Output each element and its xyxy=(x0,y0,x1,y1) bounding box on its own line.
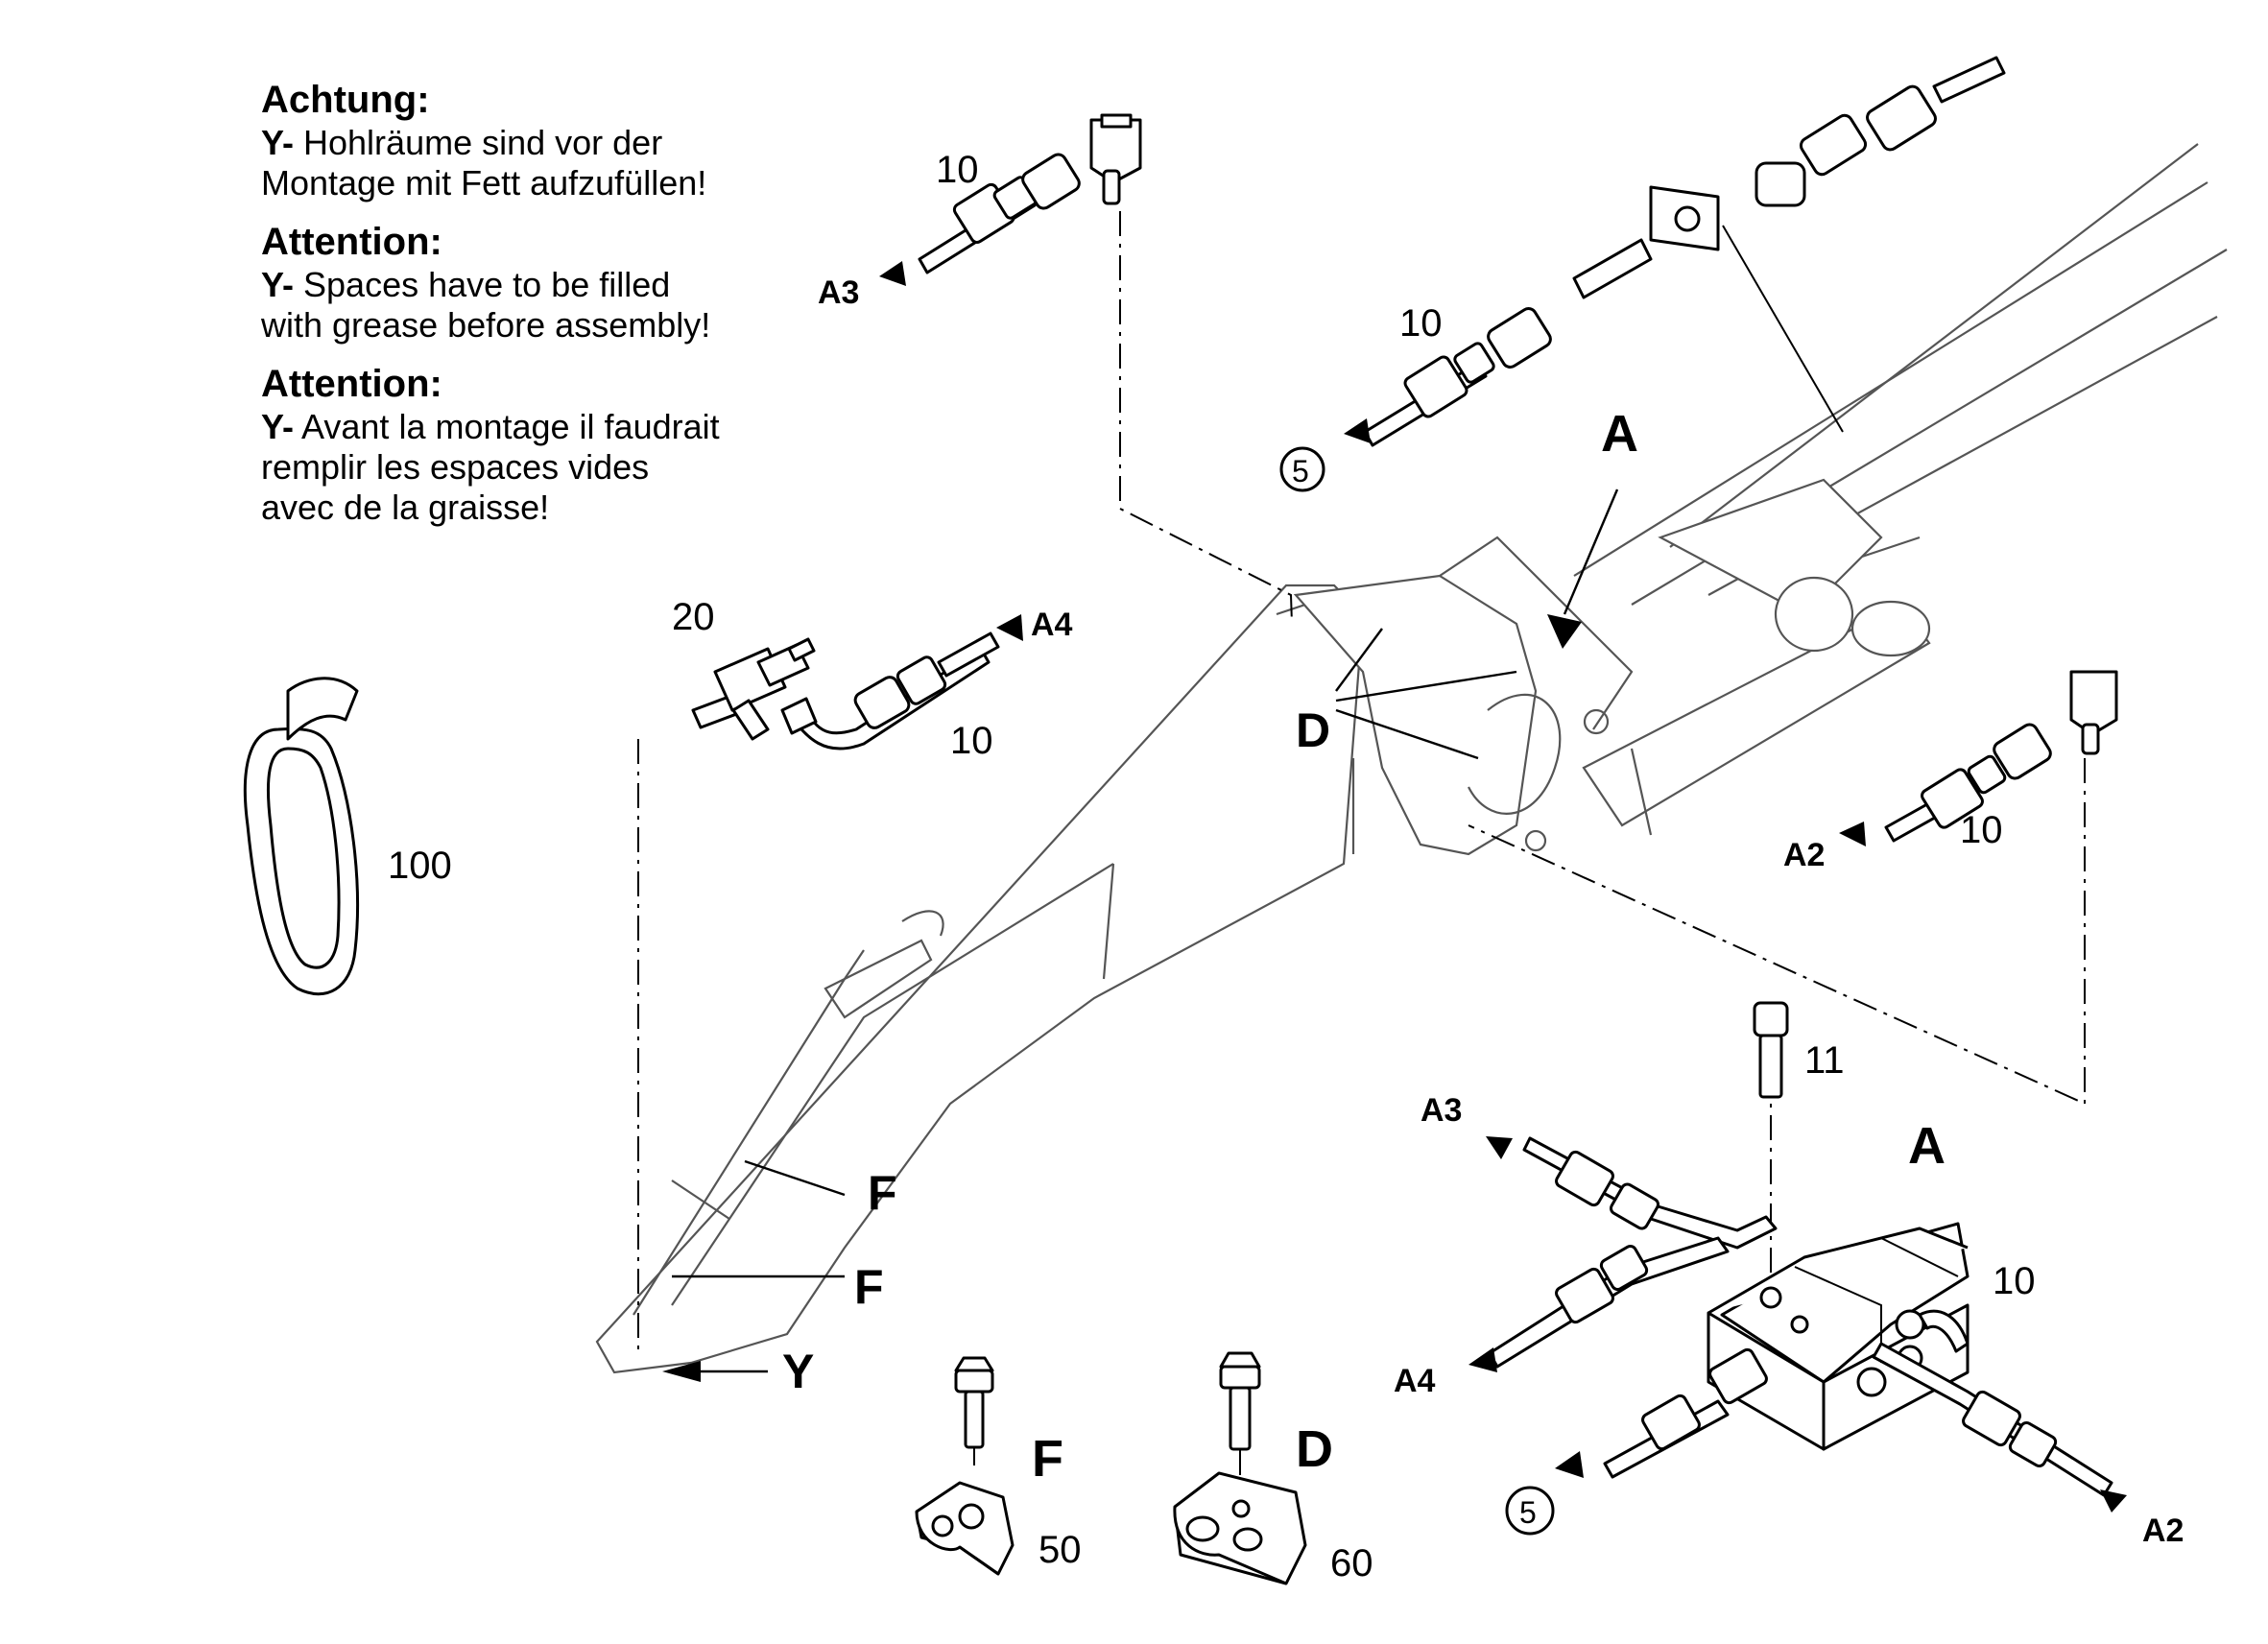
note-german: Achtung: Y- Hohlräume sind vor der Monta… xyxy=(261,77,706,203)
tee-and-hose-left xyxy=(691,631,1000,751)
note-marker: Y- xyxy=(261,407,295,446)
note-french: Attention: Y- Avant la montage il faudra… xyxy=(261,361,720,528)
note-line: Y- Spaces have to be filled xyxy=(261,265,710,305)
part-number-clamp-f: 50 xyxy=(1039,1529,1082,1571)
detail-letter-d-boom: D xyxy=(1296,703,1330,757)
connection-a3-block: A3 xyxy=(1420,1092,1462,1129)
note-line: with grease before assembly! xyxy=(261,305,711,345)
note-marker: Y- xyxy=(261,123,295,162)
part-number-band: 100 xyxy=(388,845,452,887)
note-line: Montage mit Fett aufzufüllen! xyxy=(261,163,707,203)
note-heading: Attention: xyxy=(261,363,442,405)
connection-a3-top: A3 xyxy=(818,274,859,311)
part-number-fitting-top: 10 xyxy=(936,149,979,191)
diagram-labels: 10 10 20 10 10 11 10 50 60 100 A A D D F… xyxy=(388,149,2184,1584)
part-number-bolt: 11 xyxy=(1804,1039,1845,1082)
note-text: Spaces have to be filled xyxy=(294,265,671,304)
detail-letter-d-detail: D xyxy=(1296,1420,1333,1478)
note-line: avec de la graisse! xyxy=(261,488,550,527)
part-number-hose-left: 10 xyxy=(950,720,993,762)
connection-a4-block: A4 xyxy=(1394,1363,1436,1399)
boom-callouts xyxy=(662,488,1619,1382)
note-line: Y- Avant la montage il faudrait xyxy=(261,407,720,447)
distribution-block-detail xyxy=(1488,1001,2113,1497)
connection-a2-block: A2 xyxy=(2142,1513,2184,1549)
note-heading: Attention: xyxy=(261,221,442,263)
detail-letter-y: Y xyxy=(782,1345,814,1398)
part-number-fitting-right: 10 xyxy=(1960,809,2003,851)
fitting-mid-assembly xyxy=(1363,56,2006,447)
note-line: remplir les espaces vides xyxy=(261,447,650,487)
connection-arrows xyxy=(879,261,2127,1536)
part-number-clamp-d: 60 xyxy=(1330,1542,1373,1584)
hose-clamp-band xyxy=(243,677,359,996)
part-number-fitting-mid: 10 xyxy=(1399,302,1443,345)
note-text: Hohlräume sind vor der xyxy=(294,123,663,162)
part-number-tee-left: 20 xyxy=(672,596,715,638)
detail-letter-f-detail: F xyxy=(1032,1430,1063,1488)
fitting-right-assembly xyxy=(1884,670,2118,843)
connection-5-top: 5 xyxy=(1292,454,1309,488)
connection-a2-right: A2 xyxy=(1783,837,1825,873)
part-number-block: 10 xyxy=(1993,1260,2036,1302)
detail-letter-f-upper: F xyxy=(868,1166,897,1220)
connection-5-block: 5 xyxy=(1519,1495,1537,1530)
note-line: Y- Hohlräume sind vor der xyxy=(261,123,706,163)
note-marker: Y- xyxy=(261,265,295,304)
note-heading: Achtung: xyxy=(261,79,430,121)
note-english: Attention: Y- Spaces have to be filled w… xyxy=(261,219,710,345)
detail-letter-f-lower: F xyxy=(854,1260,884,1314)
detail-letter-a-boom: A xyxy=(1601,405,1638,463)
clamp-f-detail xyxy=(915,1356,1015,1576)
clamp-d-detail xyxy=(1173,1351,1307,1585)
note-text: Avant la montage il faudrait xyxy=(294,407,720,446)
fitting-top-assembly xyxy=(918,113,1142,274)
detail-letter-a-detail: A xyxy=(1908,1117,1946,1175)
connection-a4-left: A4 xyxy=(1031,607,1073,643)
